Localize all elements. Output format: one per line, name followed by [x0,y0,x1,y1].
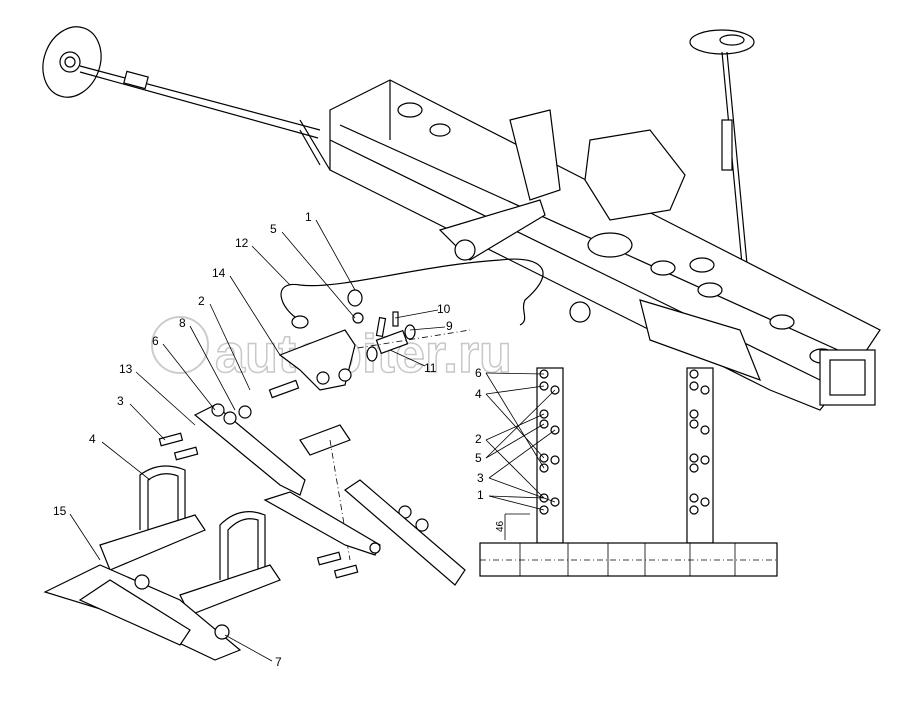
clamp-assembly [43,465,281,661]
pin-assembly [344,311,471,362]
detail-callout-1: 1 [477,488,484,502]
callout-labels: 1 5 12 14 2 8 6 13 3 4 15 10 9 11 7 6 4 … [53,210,506,669]
detail-leader-line [485,439,545,499]
callout-10: 10 [437,302,451,316]
mounting-hole [689,381,699,391]
detail-callout-3: 3 [477,471,484,485]
mounting-hole [689,409,699,419]
detail-leader-line [485,413,545,441]
detail-leader-line [488,495,545,511]
detail-leader-line [485,389,556,459]
leader-lines [69,219,556,662]
callout-7: 7 [275,655,282,669]
callout-6: 6 [152,334,159,348]
mounting-hole [689,419,699,429]
detail-leader-line [485,385,545,395]
mounting-hole [689,505,699,515]
hole-pattern-detail [479,367,778,577]
detail-leader-line [485,372,545,469]
detail-callout-6: 6 [475,366,482,380]
callout-14: 14 [212,266,226,280]
callout-13: 13 [119,362,133,376]
mounting-hole [689,369,699,379]
detail-callout-4: 4 [475,387,482,401]
callout-9: 9 [446,319,453,333]
detail-leader-line [488,429,556,479]
main-frame [299,79,881,411]
callout-11: 11 [424,361,437,375]
detail-leader-line [485,423,545,459]
detail-callout-5: 5 [475,451,482,465]
callout-2: 2 [198,294,205,308]
detail-leader-line [485,393,545,459]
mounting-hole [700,497,710,507]
mounting-hole [689,453,699,463]
left-marker-disc [42,26,321,139]
mounting-hole [689,463,699,473]
detail-leader-line [488,495,545,499]
watermark: autopiter.ru [151,316,513,385]
mounting-hole [550,455,560,465]
callout-8: 8 [179,316,186,330]
detail-callout-2: 2 [475,432,482,446]
mounting-hole [700,455,710,465]
callout-5: 5 [270,222,277,236]
detail-leader-line [485,372,545,375]
cable [280,258,544,329]
mounting-hole [689,493,699,503]
callout-1: 1 [305,210,312,224]
mounting-hole [700,385,710,395]
callout-4: 4 [89,432,96,446]
watermark-text: autopiter.ru [215,324,512,384]
bracket [268,329,356,561]
callout-15: 15 [53,504,67,518]
callout-3: 3 [117,394,124,408]
lower-arms [158,403,466,586]
mounting-hole [700,425,710,435]
dimension-46: 46 [495,520,506,532]
callout-12: 12 [235,236,249,250]
